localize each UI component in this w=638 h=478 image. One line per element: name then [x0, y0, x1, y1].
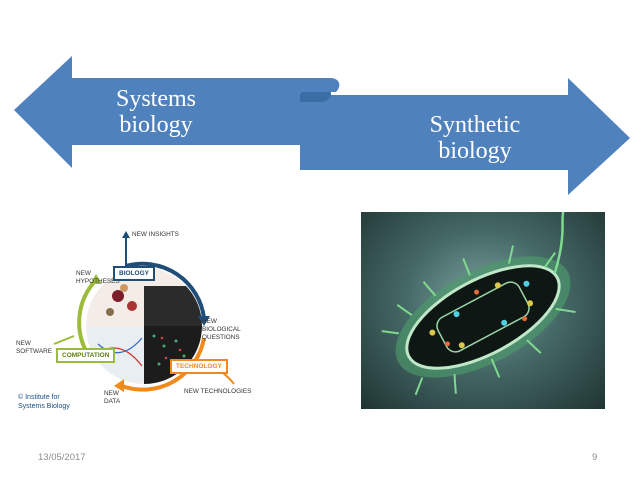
copyright-label: © Institute for Systems Biology	[18, 394, 70, 410]
computation-box: COMPUTATION	[56, 348, 116, 363]
new-data-label: NEW DATA	[104, 390, 121, 405]
footer-date: 13/05/2017	[38, 452, 86, 463]
biology-box: BIOLOGY	[113, 266, 155, 281]
bacterium-icon	[381, 212, 576, 396]
new-technologies-label: NEW TECHNOLOGIES	[184, 388, 252, 395]
bacterium-illustration	[361, 212, 605, 409]
new-biological-questions-label: NEW BIOLOGICAL QUESTIONS	[202, 318, 241, 341]
systems-biology-label: Systems biology	[115, 86, 196, 138]
new-hypotheses-label: NEW HYPOTHESES	[76, 270, 120, 285]
synthetic-biology-label: Synthetic biology	[429, 112, 521, 164]
page-number: 9	[592, 452, 598, 463]
new-software-label: NEW SOFTWARE	[16, 340, 52, 355]
systems-biology-diagram: NEW INSIGHTS NEW HYPOTHESES BIOLOGY NEW …	[14, 226, 266, 416]
technology-box: TECHNOLOGY	[170, 359, 228, 374]
cycle-graphic	[53, 231, 235, 392]
right-arrow	[300, 78, 630, 195]
new-insights-label: NEW INSIGHTS	[132, 231, 179, 238]
left-arrow	[14, 56, 340, 168]
